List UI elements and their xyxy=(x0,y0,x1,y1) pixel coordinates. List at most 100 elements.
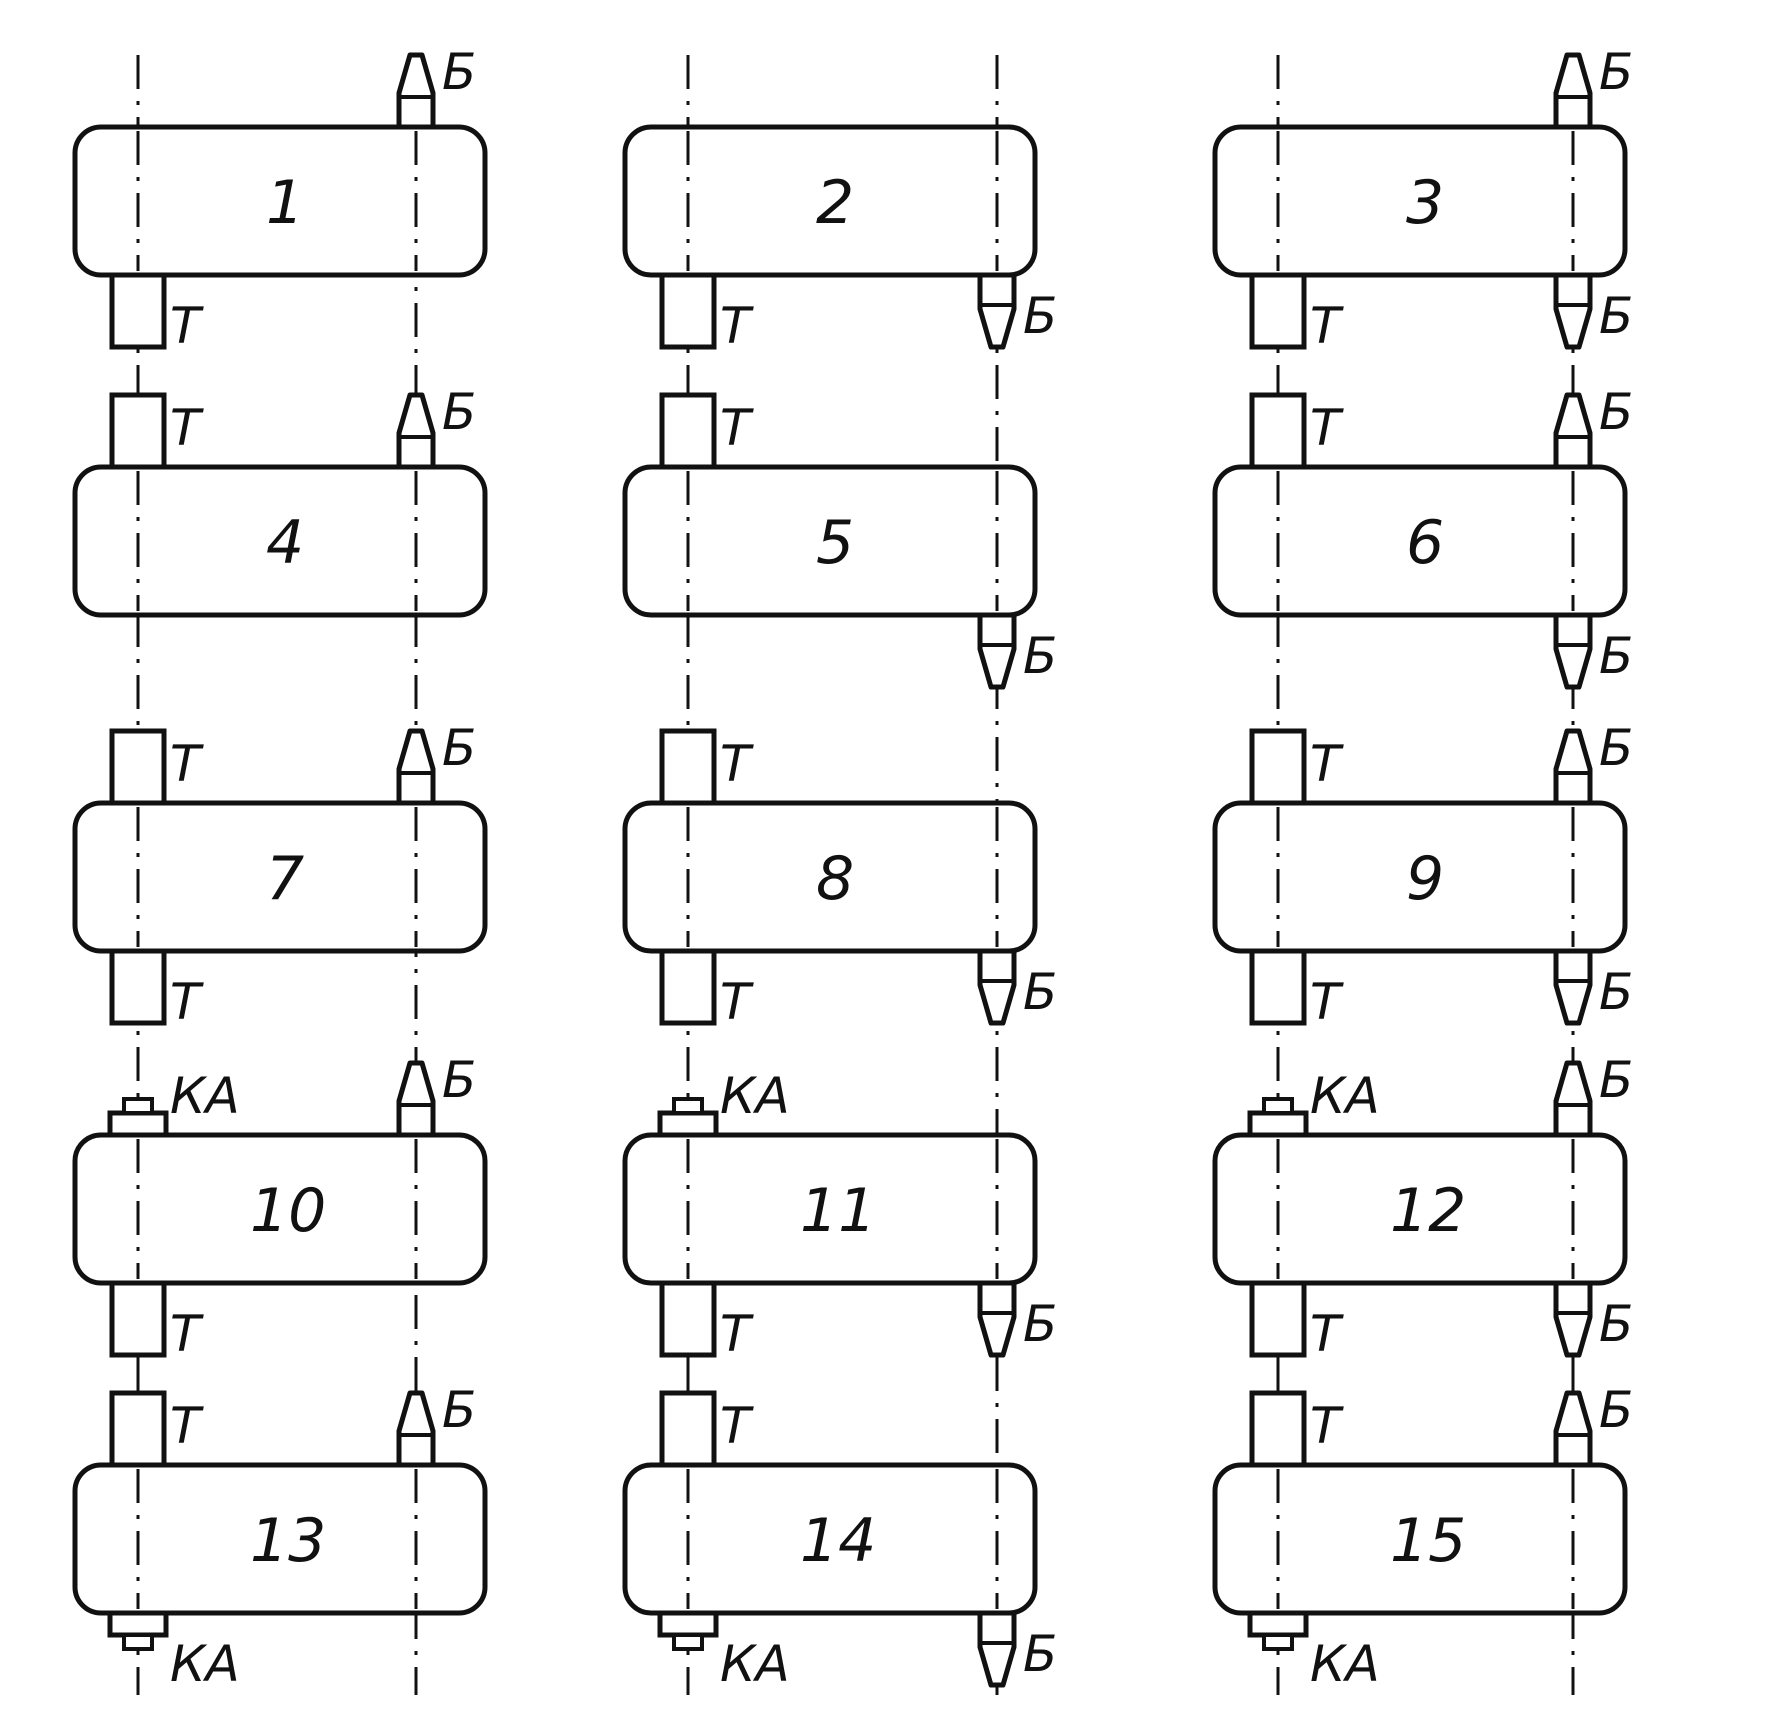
shaft-stub xyxy=(109,1280,167,1358)
unit-number: 15 xyxy=(1390,1506,1466,1576)
shaft-stub xyxy=(109,728,167,806)
gearbox-unit-3: 3Т Б Б xyxy=(1212,43,1633,355)
shaft-stub xyxy=(109,392,167,470)
label-bottom-left: Т xyxy=(1310,1305,1344,1363)
coupling-flange xyxy=(657,1110,719,1138)
pinion-tip xyxy=(396,52,436,130)
label-bottom-left: Т xyxy=(1310,297,1344,355)
unit-number: 12 xyxy=(1390,1176,1466,1246)
label-bottom-left: КА xyxy=(170,1635,240,1693)
gearbox-housing xyxy=(622,1132,1038,1286)
label-top-right: Б xyxy=(442,1051,476,1109)
shaft-stub xyxy=(1249,392,1307,470)
label-top-right: Б xyxy=(442,719,476,777)
label-top-right: Б xyxy=(442,43,476,101)
unit-number: 4 xyxy=(266,508,304,578)
label-bottom-left: Т xyxy=(720,297,754,355)
pinion-tip xyxy=(1553,1060,1593,1138)
unit-number: 11 xyxy=(800,1176,876,1246)
label-bottom-left: Т xyxy=(170,973,204,1031)
gearbox-housing xyxy=(622,1462,1038,1616)
label-bottom-right: Б xyxy=(1023,1295,1057,1353)
shaft-stub xyxy=(1249,272,1307,350)
pinion-tip xyxy=(977,612,1017,690)
shaft-stub xyxy=(659,1390,717,1468)
pinion-tip xyxy=(977,272,1017,350)
coupling-nut xyxy=(1262,1633,1294,1651)
label-bottom-left: Т xyxy=(720,973,754,1031)
coupling-flange xyxy=(1247,1610,1309,1638)
shaft-stub xyxy=(109,272,167,350)
label-bottom-right: Б xyxy=(1023,287,1057,345)
shaft-stub xyxy=(109,948,167,1026)
coupling-flange xyxy=(107,1110,169,1138)
shaft-stub xyxy=(659,1280,717,1358)
shaft-stub xyxy=(109,1390,167,1468)
label-bottom-right: Б xyxy=(1023,627,1057,685)
unit-number: 9 xyxy=(1406,844,1444,914)
unit-number: 1 xyxy=(266,168,304,238)
label-bottom-left: Т xyxy=(170,297,204,355)
label-bottom-right: Б xyxy=(1599,1295,1633,1353)
pinion-tip xyxy=(1553,728,1593,806)
shaft-stub xyxy=(1249,1390,1307,1468)
coupling-nut xyxy=(122,1633,154,1651)
label-top-left: Т xyxy=(1310,399,1344,457)
label-top-right: Б xyxy=(1599,719,1633,777)
gearbox-housing xyxy=(1212,464,1628,618)
unit-number: 7 xyxy=(266,844,304,914)
pinion-tip xyxy=(396,728,436,806)
label-top-right: Б xyxy=(1599,383,1633,441)
label-top-right: Б xyxy=(1599,1381,1633,1439)
label-bottom-right: Б xyxy=(1599,287,1633,345)
shaft-stub xyxy=(1249,948,1307,1026)
pinion-tip xyxy=(1553,52,1593,130)
label-top-left: Т xyxy=(170,735,204,793)
shaft-stub xyxy=(659,948,717,1026)
pinion-tip xyxy=(1553,1280,1593,1358)
gearbox-housing xyxy=(622,800,1038,954)
label-top-left: Т xyxy=(170,1397,204,1455)
shaft-stub xyxy=(1249,1280,1307,1358)
label-bottom-left: Т xyxy=(1310,973,1344,1031)
label-bottom-right: Б xyxy=(1599,963,1633,1021)
coupling-nut xyxy=(122,1097,154,1115)
pinion-tip xyxy=(1553,612,1593,690)
gearbox-housing xyxy=(1212,1132,1628,1286)
pinion-tip xyxy=(1553,948,1593,1026)
coupling-nut xyxy=(1262,1097,1294,1115)
label-top-right: Б xyxy=(1599,43,1633,101)
label-top-left: Т xyxy=(170,399,204,457)
shaft-stub xyxy=(1249,728,1307,806)
label-top-left: Т xyxy=(720,1397,754,1455)
unit-number: 6 xyxy=(1406,508,1444,578)
label-bottom-left: Т xyxy=(170,1305,204,1363)
pinion-tip xyxy=(977,948,1017,1026)
coupling-nut xyxy=(672,1097,704,1115)
coupling-nut xyxy=(672,1633,704,1651)
gearbox-housing xyxy=(622,124,1038,278)
label-bottom-left: Т xyxy=(720,1305,754,1363)
label-top-left: Т xyxy=(1310,1397,1344,1455)
pinion-tip xyxy=(977,1610,1017,1688)
unit-number: 3 xyxy=(1406,168,1444,238)
shaft-stub xyxy=(659,392,717,470)
label-bottom-right: Б xyxy=(1023,963,1057,1021)
unit-number: 13 xyxy=(250,1506,326,1576)
gearbox-housing xyxy=(622,464,1038,618)
unit-number: 10 xyxy=(250,1176,326,1246)
gearbox-unit-5: 5ТБ xyxy=(622,392,1057,690)
pinion-tip xyxy=(1553,272,1593,350)
label-bottom-left: КА xyxy=(720,1635,790,1693)
